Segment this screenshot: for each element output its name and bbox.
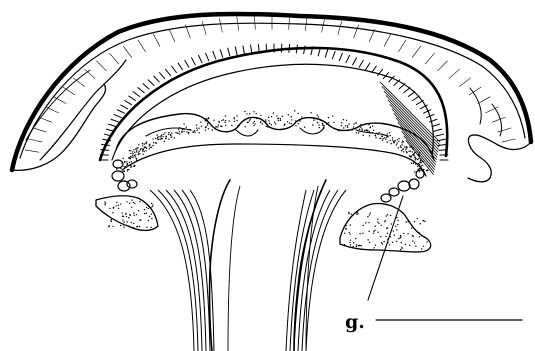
bell-outer-rim [12, 14, 531, 170]
left-lobes [112, 160, 137, 191]
velum-right [340, 203, 431, 252]
label-pointer-line [368, 196, 403, 300]
umbrella-bell [12, 14, 531, 182]
stalk-right-edge [294, 180, 326, 351]
gonad-stippling [116, 110, 430, 172]
inner-arch-outer-line [100, 48, 447, 160]
velum-left [96, 196, 158, 231]
label-g: g. [345, 196, 522, 333]
inner-arch-inner-line [112, 64, 433, 160]
stalk-left-edge [210, 180, 230, 351]
gonad-band-lower [122, 144, 426, 176]
bell-right-flap [468, 135, 531, 182]
manubrium-stalk [150, 180, 346, 351]
label-g-text: g. [345, 311, 365, 333]
gonad-band [112, 110, 434, 202]
velum-left-outline [96, 196, 158, 231]
stalk-fibres [150, 186, 346, 351]
velum-right-outline [340, 203, 431, 252]
